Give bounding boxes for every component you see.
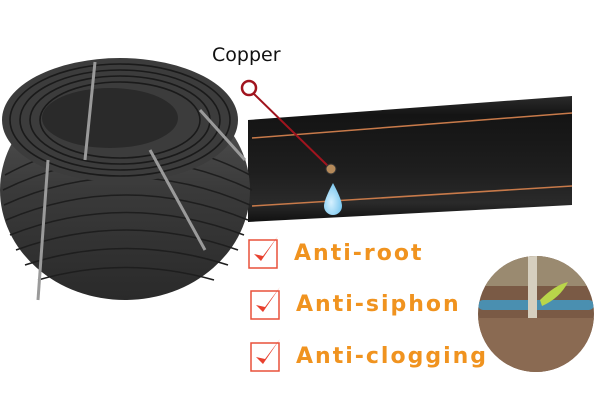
checkbox-checked-icon [250,339,282,372]
feature-anti-root: Anti-root [248,236,424,269]
checkbox-checked-icon [250,287,282,320]
feature-anti-siphon: Anti-siphon [250,287,461,320]
seedling-photo [478,256,594,372]
copper-label: Copper [212,44,281,66]
feature-label: Anti-clogging [296,343,489,369]
feature-label: Anti-root [294,240,424,266]
feature-label: Anti-siphon [296,291,461,317]
checkbox-checked-icon [248,236,280,269]
feature-anti-clogging: Anti-clogging [250,339,489,372]
